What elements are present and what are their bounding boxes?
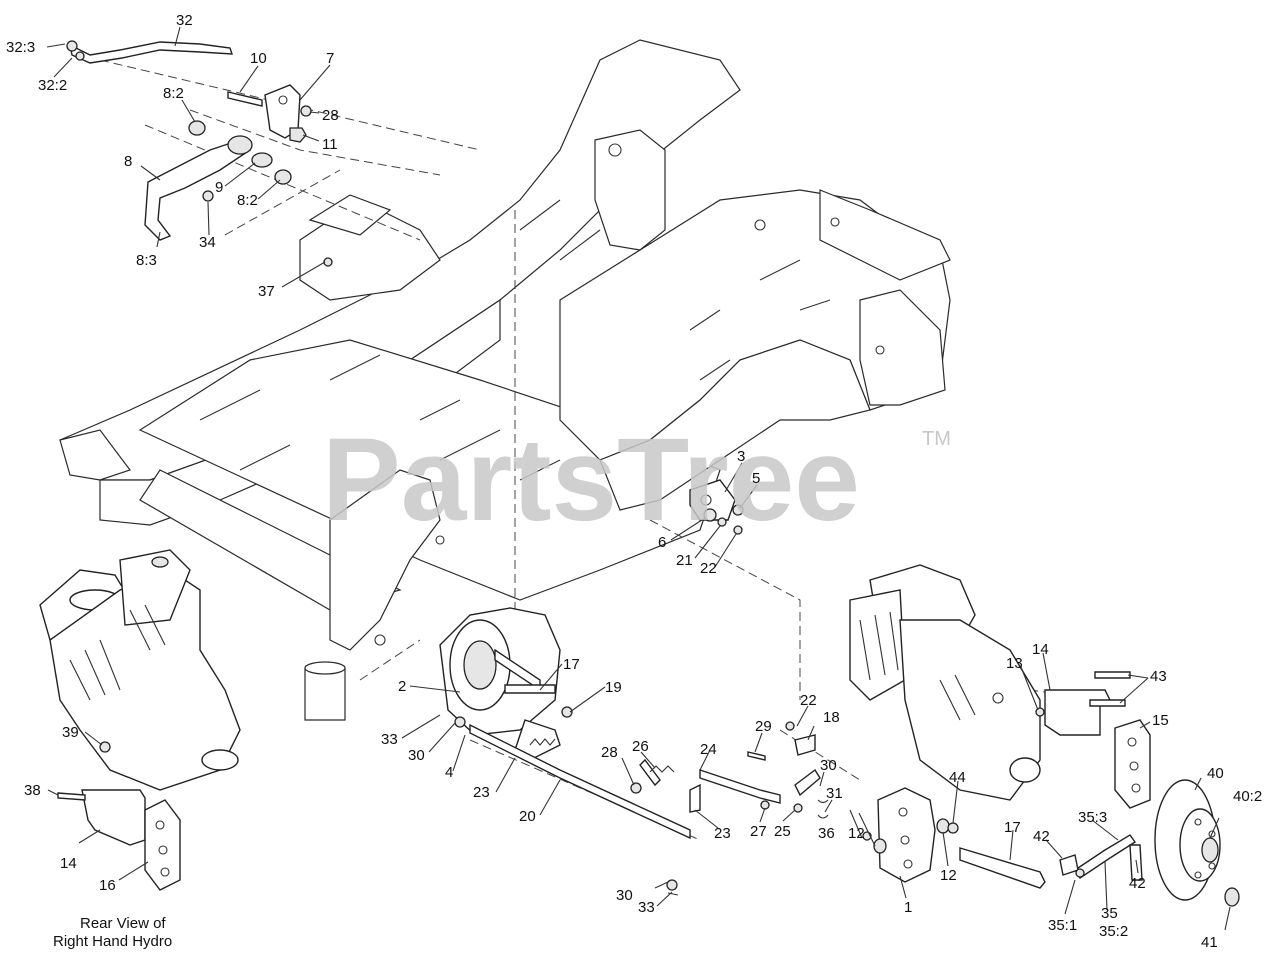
callout-32: 32 <box>176 12 193 29</box>
callout-8-3: 8:3 <box>136 252 157 269</box>
callout-23-right: 23 <box>714 825 731 842</box>
callout-8-2-lower: 8:2 <box>237 192 258 209</box>
callout-32-3: 32:3 <box>6 39 35 56</box>
callout-1: 1 <box>904 899 912 916</box>
callout-35: 35 <box>1101 905 1118 922</box>
callout-37: 37 <box>258 283 275 300</box>
callout-35-3: 35:3 <box>1078 809 1107 826</box>
center-pump-assembly <box>439 607 691 896</box>
callout-10: 10 <box>250 50 267 67</box>
caption-line-2: Right Hand Hydro <box>53 933 172 950</box>
right-hydro-assembly <box>849 564 1240 907</box>
callout-27: 27 <box>750 823 767 840</box>
callout-13: 13 <box>1006 655 1023 672</box>
callout-3: 3 <box>737 448 745 465</box>
caption-line-1: Rear View of <box>80 915 166 932</box>
callout-28-lower: 28 <box>601 744 618 761</box>
callout-labels: 32 32:3 32:2 10 7 8:2 28 11 8 9 8:2 8:3 … <box>6 12 1262 951</box>
callout-19: 19 <box>605 679 622 696</box>
callout-4: 4 <box>445 764 453 781</box>
callout-9: 9 <box>215 179 223 196</box>
callout-33-upper: 33 <box>381 731 398 748</box>
callout-12-right: 12 <box>940 867 957 884</box>
callout-34: 34 <box>199 234 216 251</box>
callout-43: 43 <box>1150 668 1167 685</box>
callout-17-center: 17 <box>563 656 580 673</box>
callout-33-lower: 33 <box>638 899 655 916</box>
callout-29: 29 <box>755 718 772 735</box>
leader-lines <box>46 26 1231 931</box>
callout-31: 31 <box>826 785 843 802</box>
callout-8-2-upper: 8:2 <box>163 85 184 102</box>
callout-28-upper: 28 <box>322 107 339 124</box>
callout-40-2: 40:2 <box>1233 788 1262 805</box>
callout-14-left: 14 <box>60 855 77 872</box>
callout-42-right: 42 <box>1129 875 1146 892</box>
callout-39: 39 <box>62 724 79 741</box>
left-hydro-assembly <box>39 549 241 891</box>
upper-linkage-group <box>66 40 333 267</box>
callout-7: 7 <box>326 50 334 67</box>
callout-35-1: 35:1 <box>1048 917 1077 934</box>
callout-8: 8 <box>124 153 132 170</box>
callout-21: 21 <box>676 552 693 569</box>
callout-5: 5 <box>752 470 760 487</box>
callout-17-right: 17 <box>1004 819 1021 836</box>
center-bracket-group <box>689 479 744 535</box>
callout-2: 2 <box>398 678 406 695</box>
middle-linkage-group <box>630 721 829 819</box>
callout-12-left: 12 <box>848 825 865 842</box>
callout-42-left: 42 <box>1033 828 1050 845</box>
mower-frame <box>58 39 951 721</box>
callout-26: 26 <box>632 738 649 755</box>
callout-22-mid: 22 <box>800 692 817 709</box>
callout-22-center: 22 <box>700 560 717 577</box>
callout-40: 40 <box>1207 765 1224 782</box>
callout-30-left: 30 <box>408 747 425 764</box>
callout-36: 36 <box>818 825 835 842</box>
callout-30-lower: 30 <box>616 887 633 904</box>
callout-25: 25 <box>774 823 791 840</box>
watermark-text: PartsTree <box>322 414 860 546</box>
callout-14-right: 14 <box>1032 641 1049 658</box>
callout-35-2: 35:2 <box>1099 923 1128 940</box>
callout-18: 18 <box>823 709 840 726</box>
callout-20: 20 <box>519 808 536 825</box>
callout-30-mid: 30 <box>820 757 837 774</box>
watermark-tm: TM <box>922 428 951 450</box>
callout-44: 44 <box>949 769 966 786</box>
callout-6: 6 <box>658 534 666 551</box>
callout-16: 16 <box>99 877 116 894</box>
callout-11: 11 <box>322 136 338 153</box>
callout-32-2: 32:2 <box>38 77 67 94</box>
callout-15: 15 <box>1152 712 1169 729</box>
callout-23-left: 23 <box>473 784 490 801</box>
callout-38: 38 <box>24 782 41 799</box>
callout-41: 41 <box>1201 934 1218 951</box>
callout-24: 24 <box>700 741 717 758</box>
